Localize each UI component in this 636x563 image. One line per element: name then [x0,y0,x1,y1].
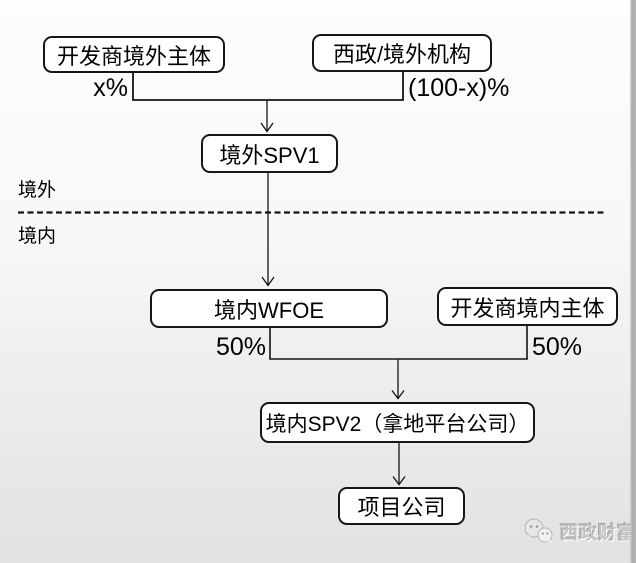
watermark: 西政财富 [521,517,636,547]
node-label: 开发商境内主体 [450,295,605,321]
node-onshore-wfoe: 境内WFOE [150,289,388,328]
arrowhead-icon [391,390,405,400]
arrowhead-icon [261,276,275,287]
node-project-company: 项目公司 [338,487,465,525]
arrowhead-icon [260,122,274,133]
edge-label-wfoe-50-percent: 50% [215,333,266,361]
node-label: 境外SPV1 [219,142,320,168]
wechat-chat-bubbles-icon [524,518,553,544]
node-developer-onshore-entity: 开发商境内主体 [437,287,618,326]
edge-label-100-minus-x-percent: (100-x)% [408,74,510,102]
node-developer-offshore-entity: 开发商境外主体 [43,36,225,73]
edge-label-dev-onshore-50-percent: 50% [532,333,583,361]
node-label: 西政/境外机构 [332,42,472,67]
watermark-text: 西政财富 [560,523,636,543]
edge-label-x-percent: x% [93,74,128,102]
node-label: 境内WFOE [214,297,324,323]
arrowhead-icon [392,476,406,486]
node-onshore-spv2-land-platform: 境内SPV2（拿地平台公司） [260,402,535,443]
node-offshore-spv1: 境外SPV1 [201,134,338,173]
region-label-offshore: 境外 [18,180,57,201]
node-label: 境内SPV2（拿地平台公司） [265,412,530,436]
right-border-strip [630,0,636,563]
node-label: 开发商境外主体 [56,43,211,69]
node-label: 项目公司 [357,495,446,520]
region-label-onshore: 境内 [18,226,57,247]
node-xizheng-offshore-institution: 西政/境外机构 [312,34,492,72]
